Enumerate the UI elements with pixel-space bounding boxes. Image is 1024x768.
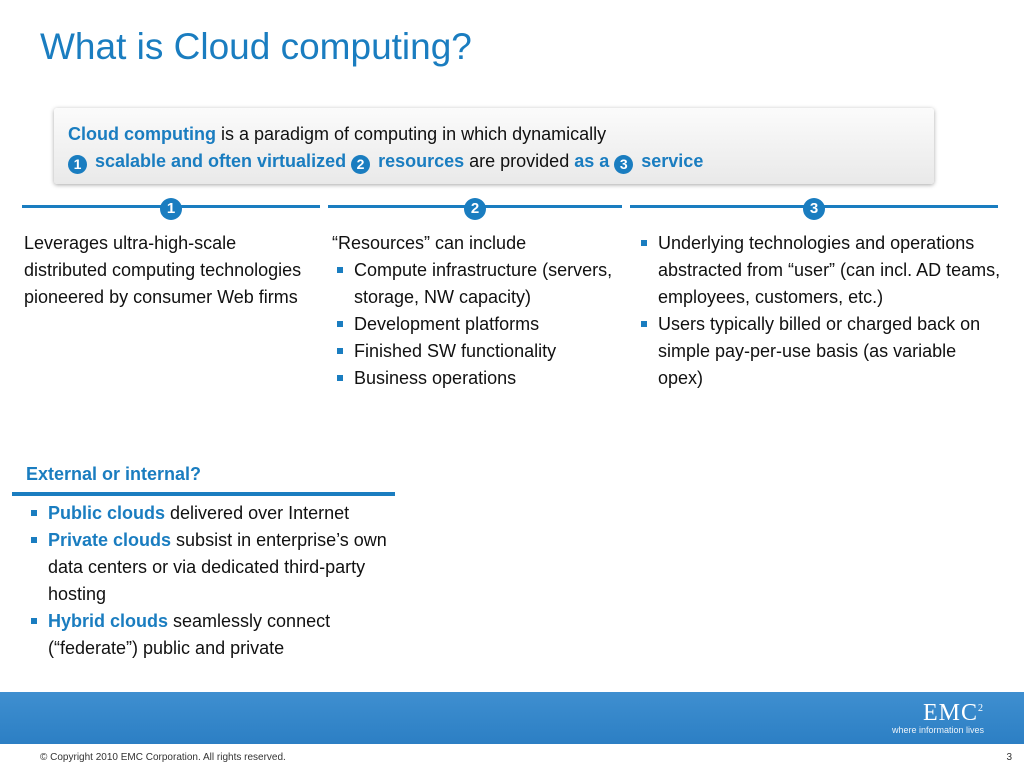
- logo-tagline: where information lives: [891, 725, 984, 735]
- page-title: What is Cloud computing?: [40, 26, 472, 67]
- definition-as-a: as a: [574, 151, 615, 171]
- column-1-text: Leverages ultra-high-scale distributed c…: [24, 233, 302, 307]
- list-item: Users typically billed or charged back o…: [636, 311, 1006, 392]
- number-badge-3-icon: 3: [614, 155, 634, 174]
- number-badge-2-icon: 2: [351, 155, 371, 174]
- external-heading: External or internal?: [26, 464, 202, 484]
- list-item: Development platforms: [332, 311, 622, 338]
- copyright: © Copyright 2010 EMC Corporation. All ri…: [40, 752, 286, 763]
- definition-term: Cloud computing: [68, 124, 216, 144]
- list-item: Private clouds subsist in enterprise’s o…: [26, 527, 416, 608]
- list-item: Hybrid clouds seamlessly connect (“feder…: [26, 608, 416, 662]
- column-1-number-icon: 1: [160, 198, 182, 220]
- page-number: 3: [1006, 752, 1012, 763]
- resources-list: Compute infrastructure (servers, storage…: [332, 257, 622, 392]
- footer-band: EMC2 where information lives: [0, 692, 1024, 744]
- cloud-type-desc: delivered over Internet: [165, 503, 350, 523]
- number-badge-1-icon: 1: [68, 155, 87, 174]
- logo-wordmark: EMC2: [922, 700, 984, 726]
- column-3-number-icon: 3: [803, 198, 825, 220]
- external-section: Public clouds delivered over Internet Pr…: [26, 500, 416, 662]
- definition-text: is a paradigm of computing in which dyna…: [215, 124, 607, 144]
- cloud-type-term: Hybrid clouds: [48, 611, 169, 631]
- list-item: Underlying technologies and operations a…: [636, 230, 1006, 311]
- definition-provided: are provided: [464, 151, 575, 171]
- cloud-type-term: Private clouds: [48, 530, 172, 550]
- emc-logo: EMC2 where information lives: [892, 700, 984, 735]
- column-2-number-icon: 2: [464, 198, 486, 220]
- definition-resources: resources: [373, 151, 465, 171]
- service-list: Underlying technologies and operations a…: [636, 230, 1006, 392]
- list-item: Compute infrastructure (servers, storage…: [332, 257, 622, 311]
- definition-banner: Cloud computing is a paradigm of computi…: [54, 108, 934, 184]
- external-rule: [12, 492, 395, 496]
- cloud-type-desc: seamlessly connect (“federate”) public a…: [48, 611, 331, 658]
- column-2: “Resources” can include Compute infrastr…: [332, 230, 622, 392]
- column-3: Underlying technologies and operations a…: [636, 230, 1006, 392]
- cloud-type-term: Public clouds: [48, 503, 166, 523]
- list-item: Business operations: [332, 365, 622, 392]
- definition-line-1: Cloud computing is a paradigm of computi…: [68, 124, 606, 145]
- column-1: Leverages ultra-high-scale distributed c…: [24, 230, 314, 311]
- definition-scalable: scalable and often virtualized: [90, 151, 352, 171]
- list-item: Public clouds delivered over Internet: [26, 500, 416, 527]
- cloud-type-desc: subsist in enterprise’s own data centers…: [48, 530, 387, 604]
- list-item: Finished SW functionality: [332, 338, 622, 365]
- definition-line-2: 1 scalable and often virtualized 2 resou…: [68, 151, 703, 174]
- cloud-types-list: Public clouds delivered over Internet Pr…: [26, 500, 416, 662]
- column-2-intro: “Resources” can include: [332, 233, 527, 253]
- definition-service: service: [636, 151, 704, 171]
